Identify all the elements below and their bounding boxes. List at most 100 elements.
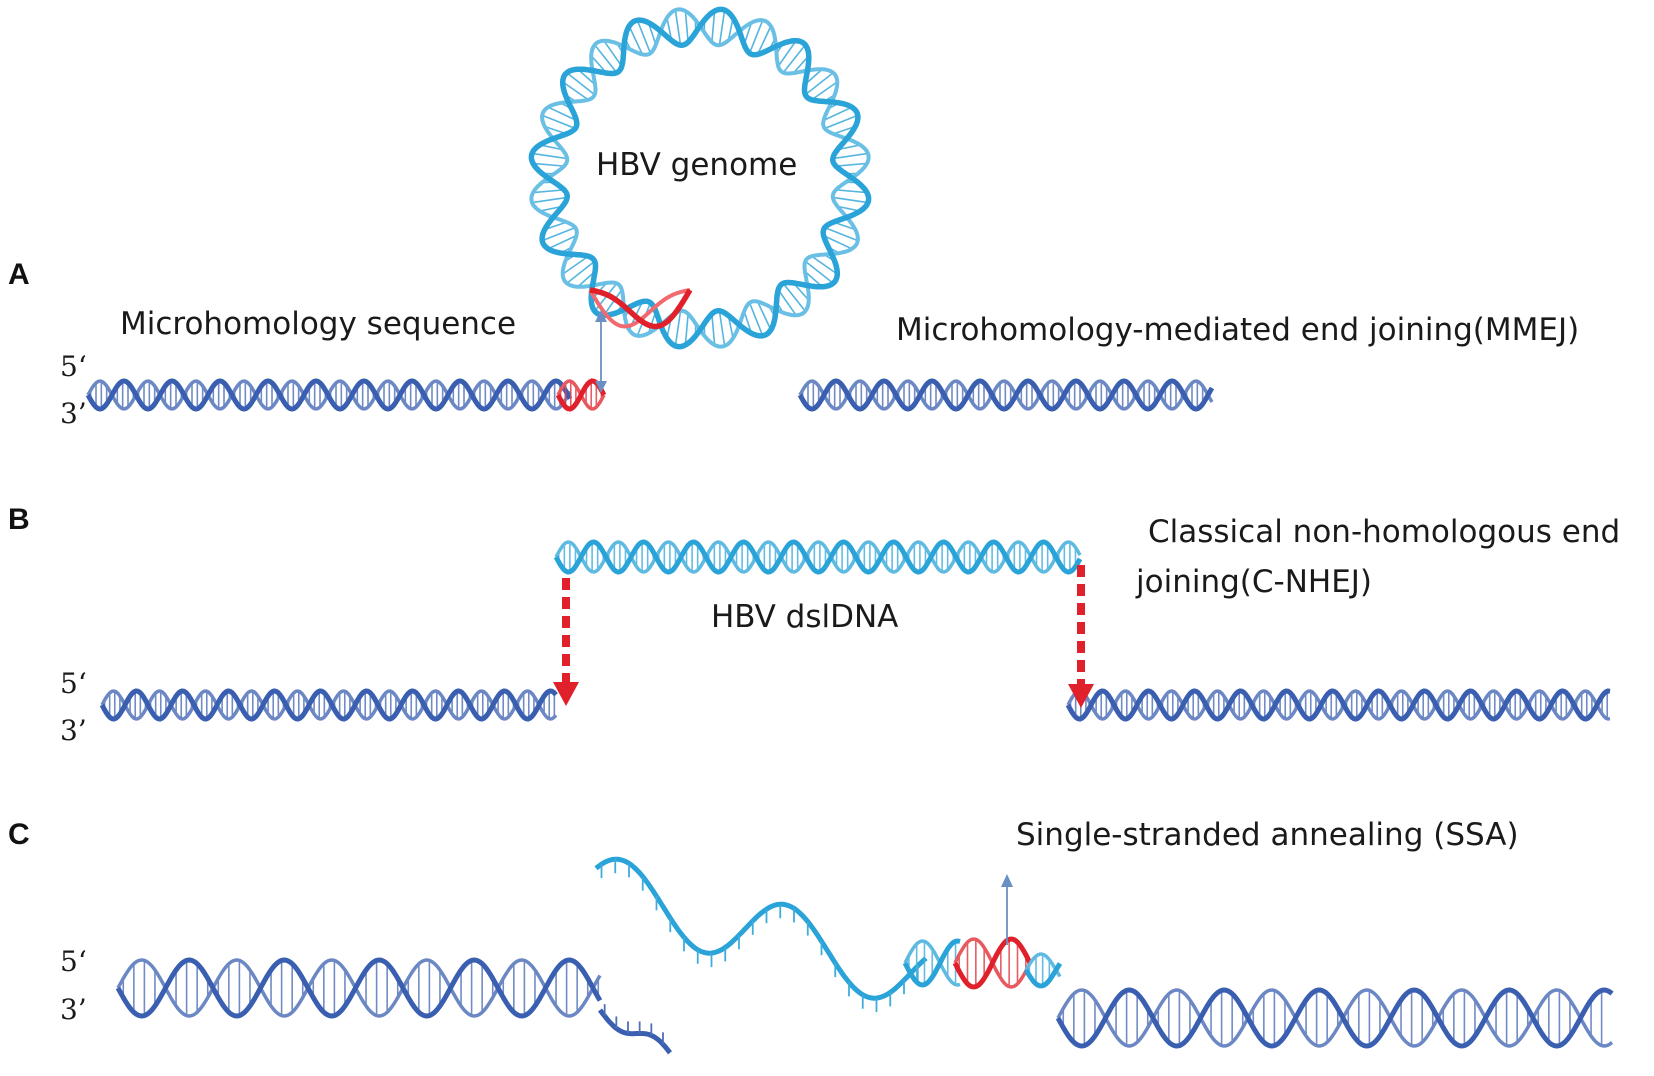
insertion-arrow-left (553, 578, 579, 706)
helix-strand-front (85, 378, 573, 412)
helix-strand-front (952, 936, 1033, 990)
base-pair-rung (804, 260, 834, 284)
hbv-annealing-end (1023, 952, 1063, 989)
base-pair-rung (547, 106, 577, 122)
helix-strand-back (116, 958, 602, 1018)
base-pair-rung (748, 19, 764, 54)
helix-strand-back (798, 379, 1214, 411)
panel-c-letter: C (8, 818, 30, 851)
base-pair-rung (832, 152, 869, 160)
insertion-arrow-right (1068, 565, 1094, 708)
panel-a-graphics (85, 6, 1215, 412)
host-dna-right-a (797, 378, 1215, 412)
base-pair-rung (824, 226, 859, 242)
hbv-dsldna-label: HBV dslDNA (711, 599, 899, 635)
helix-strand-back (1056, 988, 1614, 1048)
base-pair-rung (603, 289, 623, 316)
helix-strand-back (100, 689, 558, 721)
base-pair-rung (811, 255, 838, 275)
panel-a-5prime-label: 5‘ (60, 350, 87, 383)
base-pair-rung (532, 162, 565, 167)
base-pair-rung (832, 196, 869, 204)
helix-strand-front (1023, 962, 1063, 989)
base-pair-rung (684, 313, 689, 346)
panel-b-3prime-label: 3’ (60, 714, 87, 747)
helix-strand-front (902, 938, 961, 988)
base-pair-rung (562, 255, 589, 275)
ssa-pointer-arrow (1001, 874, 1013, 945)
arrow-head-up (1001, 874, 1013, 887)
microhomology-segment-host (555, 378, 607, 412)
base-pair-rung (547, 234, 577, 250)
base-pair-rung (823, 106, 853, 122)
host-dna-left-a (85, 378, 573, 412)
base-pair-rung (835, 162, 868, 167)
panel-c-graphics (115, 856, 1614, 1055)
helix-strand-front (589, 287, 693, 330)
panel-a-3prime-label: 3’ (60, 397, 87, 430)
microhomology-pairing-arrow (595, 310, 607, 393)
dashed-arrow-head (553, 682, 579, 706)
base-pair-rung (674, 9, 682, 46)
base-pair-rung (718, 310, 726, 347)
mmej-label: Microhomology-mediated end joining(MMEJ) (896, 312, 1580, 348)
microhomology-segment-circle (588, 287, 693, 330)
host-dna-right-b (1065, 688, 1611, 722)
host-3prime-overhang-left (597, 1004, 672, 1055)
base-pair-rung (823, 234, 853, 250)
base-pair-rung (711, 10, 716, 43)
microhomology-sequence-label: Microhomology sequence (120, 306, 517, 342)
base-pair-rung (594, 44, 618, 74)
base-pair-rung (718, 9, 726, 46)
helix-strand-front (115, 957, 603, 1019)
base-pair-rung (566, 260, 596, 284)
dashed-arrow-head (1068, 684, 1094, 708)
base-pair-rung (756, 301, 772, 331)
base-pair-rung (748, 302, 764, 337)
arrow-head-up (595, 310, 607, 322)
single-strand-backbone (597, 1008, 672, 1055)
base-pair-rung (811, 81, 838, 101)
base-pair-rung (562, 81, 589, 101)
ssa-label: Single-stranded annealing (SSA) (1016, 817, 1519, 853)
host-dna-right-c (1055, 987, 1614, 1049)
base-pair-rung (628, 25, 644, 55)
hbv-dsldna-helix (553, 539, 1083, 575)
helix-strand-back (1024, 952, 1062, 978)
base-pair-rung (835, 189, 868, 194)
base-pair-rung (541, 226, 576, 242)
base-pair-rung (777, 289, 797, 316)
helix-strand-back (554, 540, 1082, 574)
base-pair-rung (804, 72, 834, 96)
helix-strand-front (797, 378, 1215, 412)
helix-strand-front (553, 539, 1083, 575)
host-dna-left-c (115, 957, 603, 1019)
hbv-annealing-start (902, 938, 961, 988)
panel-c-5prime-label: 5‘ (60, 945, 87, 978)
base-pair-rung (603, 40, 623, 67)
hbv-genome-circle (528, 6, 872, 350)
helix-strand-front (1065, 688, 1611, 722)
single-strand-backbone (594, 856, 928, 1001)
helix-strand-front (99, 688, 558, 722)
base-pair-rung (756, 25, 772, 55)
base-pair-rung (674, 310, 682, 347)
base-pair-rung (541, 114, 576, 130)
helix-strand-back (903, 939, 961, 987)
panel-c-3prime-label: 3’ (60, 993, 87, 1026)
base-pair-rung (824, 114, 859, 130)
helix-strand-back (1066, 689, 1611, 721)
hbv-genome-label: HBV genome (596, 147, 798, 183)
base-pair-rung (566, 72, 596, 96)
base-pair-rung (684, 10, 689, 43)
base-pair-rung (532, 189, 565, 194)
base-pair-rung (711, 313, 716, 346)
base-pair-rung (531, 152, 568, 160)
base-pair-rung (531, 196, 568, 204)
helix-strand-front (1055, 987, 1614, 1049)
base-pair-rung (636, 19, 652, 54)
panel-b-graphics (99, 539, 1611, 722)
annealed-homology-region (952, 936, 1033, 990)
